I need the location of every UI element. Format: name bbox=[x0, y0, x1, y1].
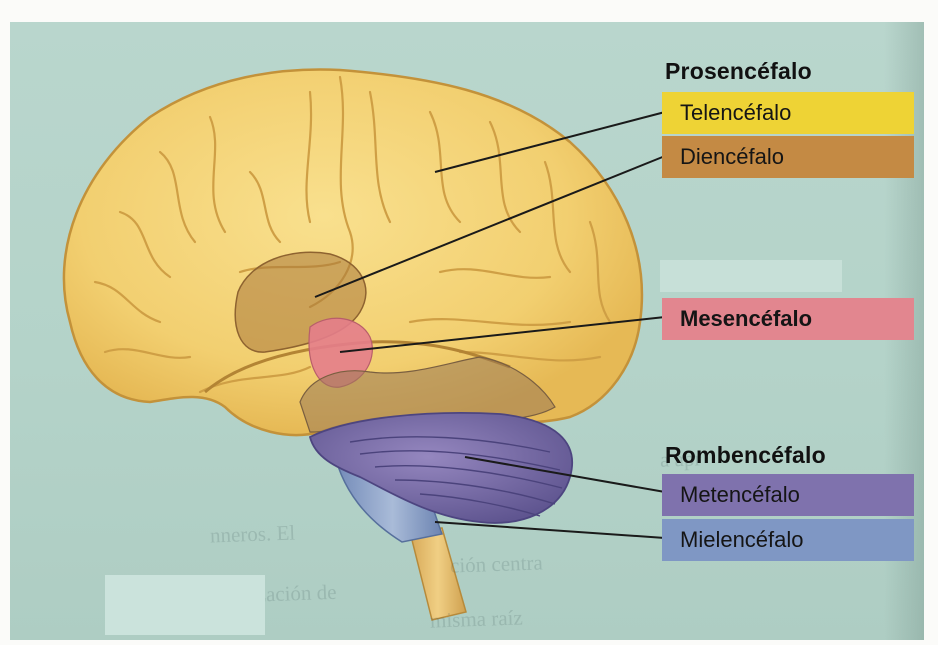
blank-corner-patch bbox=[105, 575, 265, 635]
metencephalon-label: Metencéfalo bbox=[662, 474, 914, 516]
background-text-line: ción centra bbox=[450, 550, 544, 578]
hindbrain-title: Rombencéfalo bbox=[665, 442, 826, 469]
background-text-line: misma raíz bbox=[430, 605, 524, 633]
background-text-line: nneros. El bbox=[210, 521, 296, 549]
blank-label-patch bbox=[660, 260, 842, 292]
mesencephalon-label: Mesencéfalo bbox=[662, 298, 914, 340]
telencephalon-label: Telencéfalo bbox=[662, 92, 914, 134]
myelencephalon-label: Mielencéfalo bbox=[662, 519, 914, 561]
diencephalon-label: Diencéfalo bbox=[662, 136, 914, 178]
textbook-page: a apr nneros. El ción centra localizació… bbox=[10, 22, 924, 640]
forebrain-title: Prosencéfalo bbox=[665, 58, 812, 85]
